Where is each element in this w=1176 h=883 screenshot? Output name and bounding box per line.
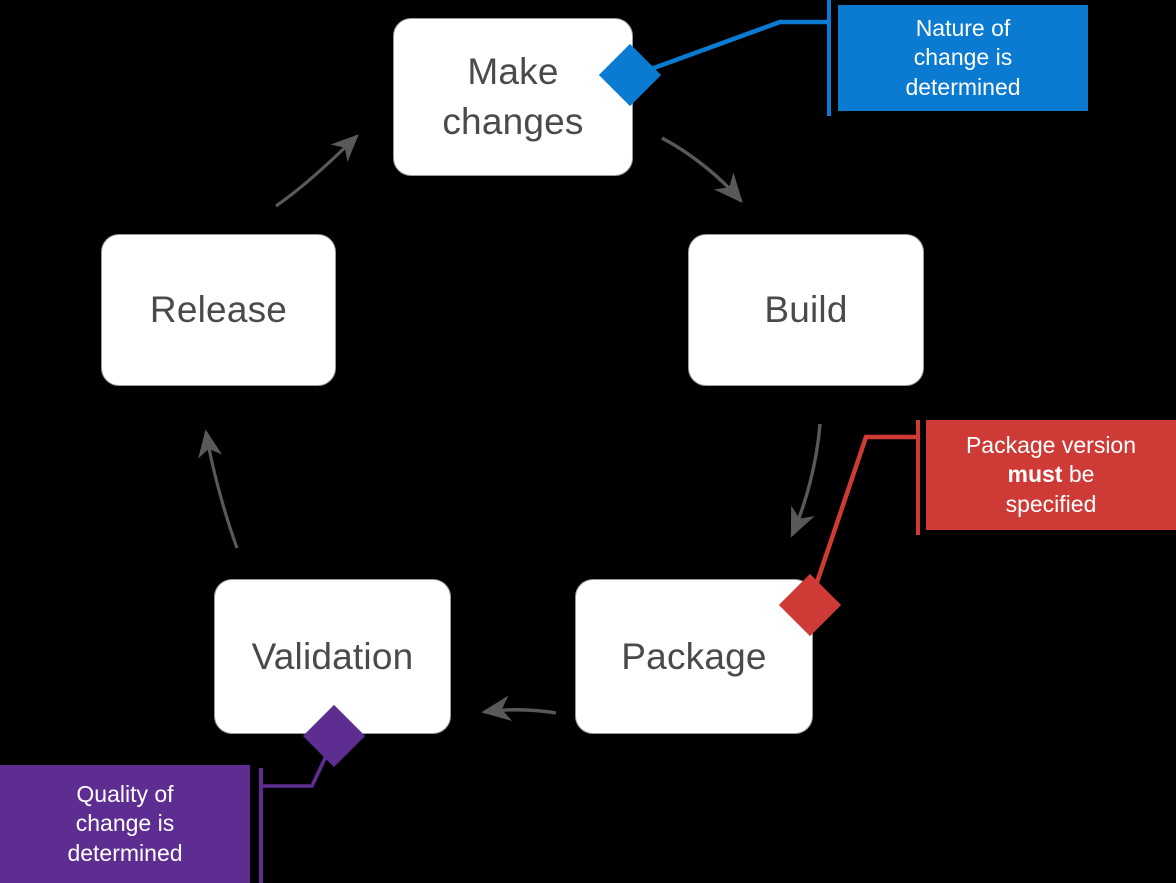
- callout-package-version[interactable]: Package version must be specified: [926, 420, 1176, 530]
- purple-callout-bar: [259, 768, 263, 883]
- node-package-label: Package: [621, 635, 767, 677]
- node-release-label: Release: [149, 289, 288, 331]
- callout-nature-line3: determined: [905, 73, 1021, 100]
- node-release[interactable]: Release: [101, 234, 336, 386]
- arrow-validation-to-release: [198, 429, 239, 549]
- callout-package-line1: Package version: [965, 431, 1137, 458]
- callout-quality-of-change[interactable]: Quality of change is determined: [0, 765, 250, 883]
- callout-nature-of-change[interactable]: Nature of change is determined: [838, 5, 1088, 111]
- callout-package-line2: must be: [956, 460, 1146, 489]
- node-build[interactable]: Build: [688, 234, 924, 386]
- callout-package-line3: specified: [1005, 490, 1097, 517]
- node-make-changes-label-line2: changes: [442, 101, 584, 142]
- callout-quality-line1: Quality of: [76, 780, 174, 807]
- node-build-label: Build: [764, 289, 848, 331]
- arrow-release-to-make-changes: [275, 134, 359, 208]
- blue-callout-bar: [827, 0, 831, 116]
- callout-nature-line2: change is: [913, 44, 1013, 71]
- callout-quality-line3: determined: [67, 839, 183, 866]
- arrow-build-to-package: [790, 423, 822, 538]
- red-leader-line: [806, 434, 918, 607]
- callout-quality-line2: change is: [75, 810, 175, 837]
- callout-package-line2-post: be: [1062, 461, 1095, 488]
- blue-leader-line: [631, 19, 828, 79]
- node-package[interactable]: Package: [575, 579, 813, 734]
- arrow-make-changes-to-build: [661, 136, 743, 204]
- arrow-package-to-validation: [481, 695, 557, 722]
- node-make-changes[interactable]: Make changes: [393, 18, 633, 176]
- node-validation-label: Validation: [251, 635, 414, 677]
- node-make-changes-label-line1: Make: [467, 51, 559, 93]
- callout-package-bold-word: must: [1007, 461, 1063, 488]
- callout-nature-line1: Nature of: [915, 14, 1011, 41]
- red-callout-bar: [916, 420, 920, 535]
